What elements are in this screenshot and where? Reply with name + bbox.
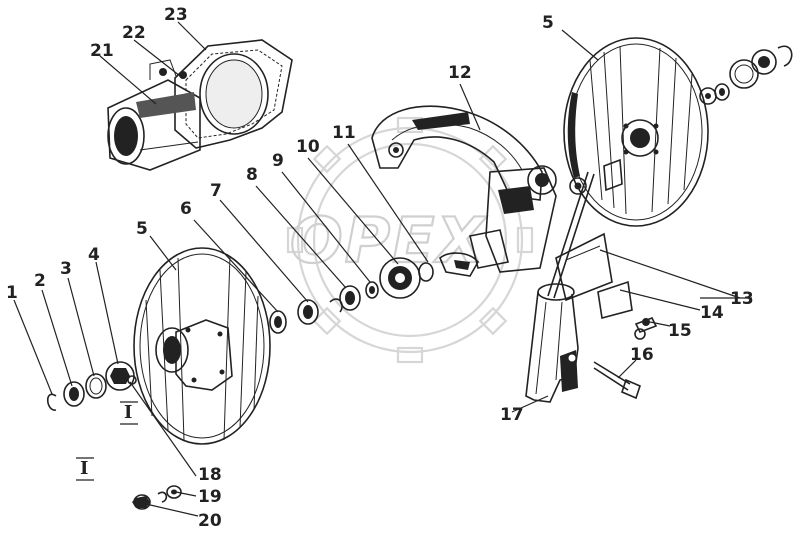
callout-5-right: 5 (542, 13, 554, 33)
left-disc (133, 247, 271, 445)
callout-3: 3 (60, 259, 72, 279)
bearing-housing (107, 39, 293, 171)
callout-15: 15 (668, 321, 692, 341)
scraper-plates (555, 232, 658, 340)
callout-11: 11 (332, 123, 356, 143)
callout-21: 21 (90, 41, 114, 61)
detail-mark-i-disc: I (124, 402, 132, 423)
watermark-text: OPEX (290, 204, 487, 277)
callout-1: 1 (6, 283, 18, 303)
callout-5-left: 5 (136, 219, 148, 239)
callout-19: 19 (198, 487, 222, 507)
watermark: OPEX (286, 116, 534, 364)
hub-parts (269, 257, 434, 334)
callout-7: 7 (210, 181, 222, 201)
callout-16: 16 (630, 345, 654, 365)
callout-8: 8 (246, 165, 258, 185)
right-hardware (699, 45, 793, 105)
leader-lines (13, 21, 752, 517)
seed-tube (525, 283, 579, 403)
frame-bracket (371, 105, 557, 277)
long-bolt (593, 361, 641, 400)
callout-13: 13 (730, 289, 754, 309)
detail-mark-i-view: I (80, 458, 88, 479)
callout-4: 4 (88, 245, 100, 265)
callout-23: 23 (164, 5, 188, 25)
detail-marks: I I (76, 401, 138, 481)
left-hardware (46, 361, 137, 411)
callout-10: 10 (296, 137, 320, 157)
callout-14: 14 (700, 303, 724, 323)
callout-9: 9 (272, 151, 284, 171)
callout-20: 20 (198, 511, 222, 531)
callout-22: 22 (122, 23, 146, 43)
right-disc (563, 37, 709, 227)
callout-18: 18 (198, 465, 222, 485)
callout-6: 6 (180, 199, 192, 219)
callout-labels: 1 2 3 4 5 5 6 7 8 9 10 11 12 13 14 15 16… (6, 5, 754, 531)
nut-washer-group (132, 485, 182, 510)
callout-2: 2 (34, 271, 46, 291)
callout-17: 17 (500, 405, 524, 425)
callout-12: 12 (448, 63, 472, 83)
watermark-gear (286, 116, 534, 364)
